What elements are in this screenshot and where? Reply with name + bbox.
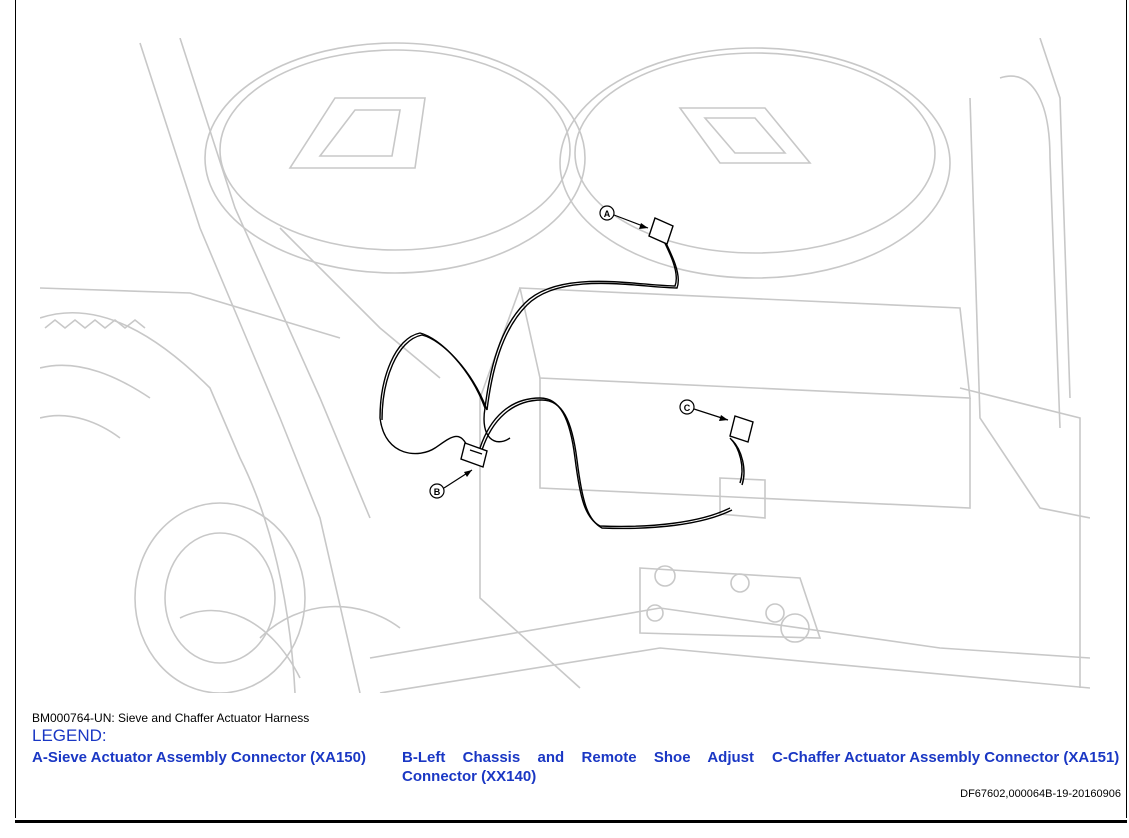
callout-a-circle bbox=[599, 205, 615, 221]
document-id: DF67602,000064B-19-20160906 bbox=[960, 788, 1121, 800]
callout-b: B bbox=[429, 469, 473, 499]
callout-a-letter: A bbox=[604, 209, 611, 219]
callout-c: C bbox=[679, 399, 729, 421]
legend-item-a: A-Sieve Actuator Assembly Connector (XA1… bbox=[32, 749, 366, 766]
figure-caption: BM000764-UN: Sieve and Chaffer Actuator … bbox=[32, 711, 310, 725]
callout-c-circle bbox=[679, 399, 695, 415]
page-frame bbox=[15, 0, 1127, 818]
callout-c-letter: C bbox=[684, 403, 691, 413]
legend-items: A-Sieve Actuator Assembly Connector (XA1… bbox=[32, 748, 1124, 786]
machine-line-art bbox=[40, 38, 1090, 693]
legend-title: LEGEND: bbox=[32, 726, 107, 745]
legend-item-c: C-Chaffer Actuator Assembly Connector (X… bbox=[772, 749, 1120, 766]
callout-b-letter: B bbox=[434, 487, 441, 497]
callout-c-arrowhead bbox=[719, 415, 728, 421]
callout-a: A bbox=[599, 205, 649, 229]
harness-illustration: A B C bbox=[40, 38, 1090, 693]
callout-a-arrowhead bbox=[639, 223, 648, 229]
wire-harness bbox=[379, 217, 754, 530]
callout-b-arrowhead bbox=[464, 470, 472, 477]
legend-item-b: B-Left Chassis and Remote Shoe Adjust Co… bbox=[402, 749, 754, 785]
bottom-rule bbox=[15, 820, 1127, 823]
callout-b-circle bbox=[429, 483, 445, 499]
